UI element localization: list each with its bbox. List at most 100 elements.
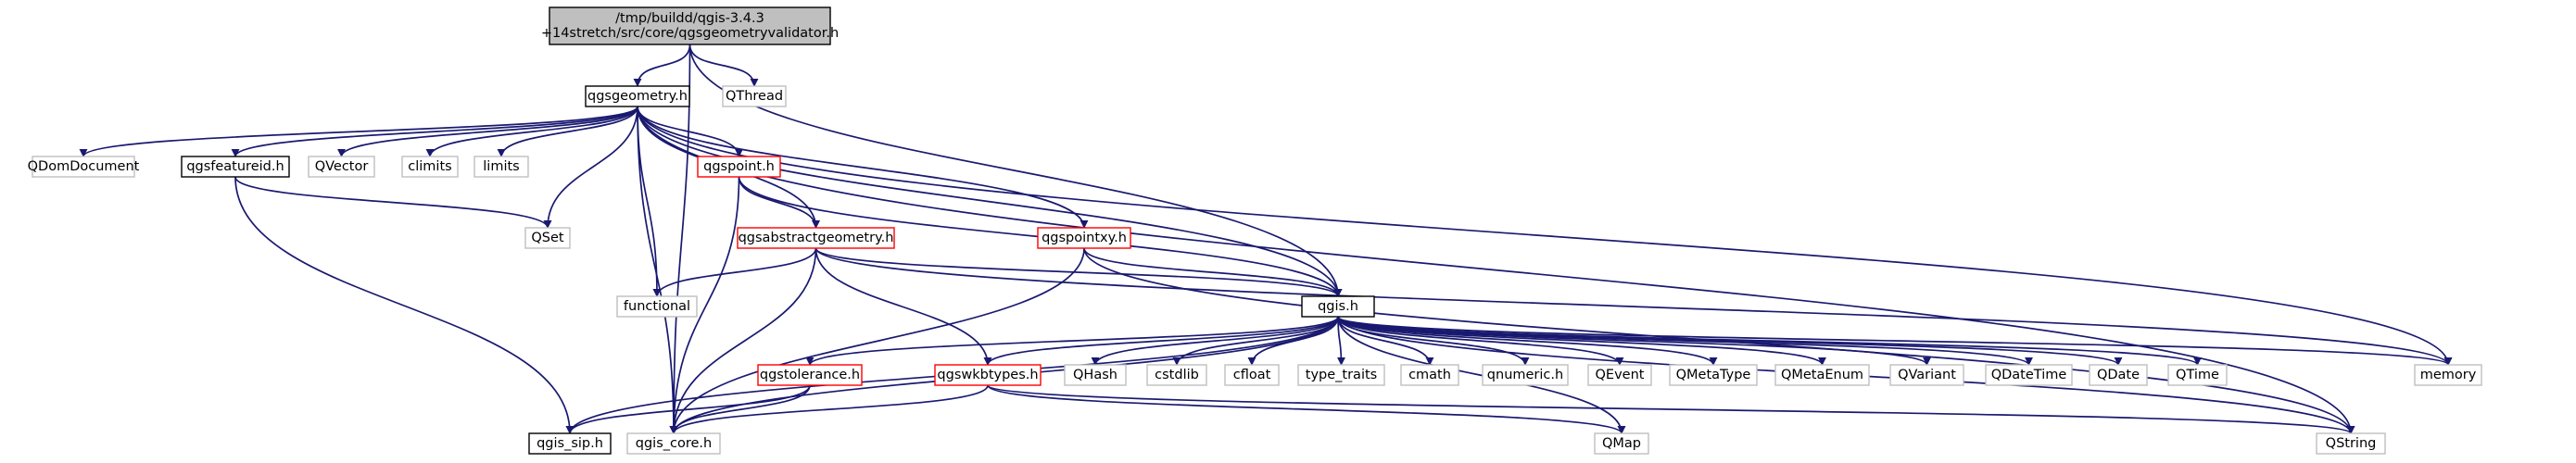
file-nodes: /tmp/buildd/qgis-3.4.3+14stretch/src/cor… [28, 6, 2482, 455]
node-qmetaenum: QMetaEnum [1774, 364, 1870, 386]
edge-qgsgeometry-to-climits [425, 106, 638, 157]
node-cfloat-box [1224, 364, 1280, 386]
node-qgsgeometry[interactable]: qgsgeometry.h [585, 85, 690, 107]
edge-qgis-to-qhash [1091, 316, 1339, 366]
node-climits-label: climits [408, 159, 451, 174]
node-qgstolerance[interactable]: qgstolerance.h [757, 364, 863, 386]
edge-qgsabstractgeometry-to-memory [814, 247, 2453, 366]
node-qgis_sip[interactable]: qgis_sip.h [528, 432, 612, 455]
node-cmath-box [1400, 364, 1459, 386]
node-qnumeric: qnumeric.h [1482, 364, 1569, 386]
node-qgspointxy[interactable]: qgspointxy.h [1037, 227, 1131, 249]
node-qgsgeometry-box [585, 85, 690, 107]
node-qdomdocument: QDomDocument [28, 156, 140, 178]
node-qmetaenum-label: QMetaEnum [1781, 368, 1863, 382]
node-root-label: /tmp/buildd/qgis-3.4.3 [615, 11, 764, 26]
node-qtime: QTime [2167, 364, 2228, 386]
edge-qgsabstractgeometry-to-qgis_core [669, 247, 817, 434]
node-qstring: QString [2316, 432, 2386, 455]
node-qgspointxy-box [1037, 227, 1131, 249]
edge-qgsgeometry-to-qvector [337, 106, 638, 157]
edge-qgsgeometry-to-qgis [637, 106, 1343, 297]
edge-qgsabstractgeometry-to-qgswkbtypes [814, 247, 992, 366]
node-qtime-box [2167, 364, 2228, 386]
edge-qgsgeometry-to-limits [497, 106, 638, 157]
node-qmetatype-label: QMetaType [1676, 368, 1751, 382]
node-qset: QSet [524, 227, 571, 249]
node-qhash-box [1064, 364, 1127, 386]
node-type_traits: type_traits [1297, 364, 1385, 386]
node-qthread-label: QThread [726, 89, 783, 104]
node-qdomdocument-label: QDomDocument [28, 159, 140, 174]
node-qgsfeatureid[interactable]: qgsfeatureid.h [181, 156, 290, 178]
node-qgspointxy-label: qgspointxy.h [1042, 231, 1127, 245]
edge-qgsgeometry-to-qgsfeatureid [231, 106, 638, 157]
node-functional: functional [616, 295, 698, 318]
edge-qgsgeometry-to-qgis_core [637, 106, 678, 434]
node-memory-label: memory [2420, 368, 2477, 382]
node-qgsabstractgeometry[interactable]: qgsabstractgeometry.h [737, 227, 895, 249]
node-cmath-label: cmath [1408, 368, 1451, 382]
node-cstdlib-box [1146, 364, 1207, 386]
node-qgspoint[interactable]: qgspoint.h [697, 156, 781, 178]
node-qvariant-box [1889, 364, 1964, 386]
node-memory: memory [2414, 364, 2482, 386]
edge-qgis-to-cfloat [1247, 316, 1339, 366]
node-limits-label: limits [483, 159, 519, 174]
node-cfloat: cfloat [1224, 364, 1280, 386]
node-qhash: QHash [1064, 364, 1127, 386]
edge-qgis-to-qmap [1337, 316, 1626, 434]
edge-root-to-qthread [688, 44, 759, 87]
node-qgsgeometry-label: qgsgeometry.h [587, 89, 688, 104]
node-memory-box [2414, 364, 2482, 386]
edge-qgsfeatureid-to-qset [234, 176, 552, 229]
node-cstdlib: cstdlib [1146, 364, 1207, 386]
edge-qgis-to-memory [1337, 316, 2453, 366]
node-functional-box [616, 295, 698, 318]
edge-qgstolerance-to-qgis_sip [565, 384, 811, 434]
edge-qgsgeometry-to-qset [543, 106, 638, 229]
edge-qgis-to-qmetatype [1337, 316, 1718, 366]
edge-qgspoint-to-qgsabstractgeometry [738, 176, 820, 229]
node-qdatetime: QDateTime [1985, 364, 2073, 386]
node-qgis-box [1301, 295, 1375, 318]
node-qmap: QMap [1594, 432, 1649, 455]
node-type_traits-label: type_traits [1306, 368, 1377, 382]
node-root[interactable]: /tmp/buildd/qgis-3.4.3+14stretch/src/cor… [541, 6, 839, 45]
edge-qgsabstractgeometry-to-qgis [814, 247, 1343, 297]
node-root-label: +14stretch/src/core/qgsgeometryvalidator… [541, 26, 839, 41]
node-qgsabstractgeometry-label: qgsabstractgeometry.h [739, 231, 894, 245]
edge-qgis-to-cmath [1337, 316, 1434, 366]
node-qmap-box [1594, 432, 1649, 455]
edge-qgis-to-qgstolerance [805, 316, 1339, 366]
edge-qgis-to-cstdlib [1172, 316, 1339, 366]
node-qgswkbtypes-box [934, 364, 1042, 386]
node-limits: limits [474, 156, 529, 178]
node-qmetaenum-box [1774, 364, 1870, 386]
node-qgsabstractgeometry-box [737, 227, 895, 249]
node-qgis_sip-label: qgis_sip.h [537, 436, 603, 451]
edge-qgis-to-qvariant [1337, 316, 1931, 366]
node-qdate: QDate [2089, 364, 2148, 386]
node-qgis_core-label: qgis_core.h [636, 436, 712, 451]
node-qnumeric-label: qnumeric.h [1487, 368, 1563, 382]
node-qevent-label: QEvent [1596, 368, 1645, 382]
node-qstring-box [2316, 432, 2386, 455]
node-qvector-box [308, 156, 375, 178]
node-root-box [549, 6, 831, 45]
node-qgswkbtypes[interactable]: qgswkbtypes.h [934, 364, 1042, 386]
node-qmap-label: QMap [1602, 436, 1641, 451]
node-qhash-label: QHash [1073, 368, 1118, 382]
node-qevent: QEvent [1587, 364, 1652, 386]
node-qgis[interactable]: qgis.h [1301, 295, 1375, 318]
edge-qgswkbtypes-to-qgis_core [669, 384, 989, 434]
edge-qgsgeometry-to-memory [637, 106, 2453, 366]
edge-root-to-qgsgeometry [633, 44, 691, 87]
node-qgis_core: qgis_core.h [626, 432, 721, 455]
node-qthread-box [722, 85, 787, 107]
edge-qgspointxy-to-qgis_core [669, 247, 1085, 434]
edge-qgspoint-to-qgis_core [669, 176, 740, 434]
node-qgstolerance-box [757, 364, 863, 386]
node-cstdlib-label: cstdlib [1155, 368, 1199, 382]
